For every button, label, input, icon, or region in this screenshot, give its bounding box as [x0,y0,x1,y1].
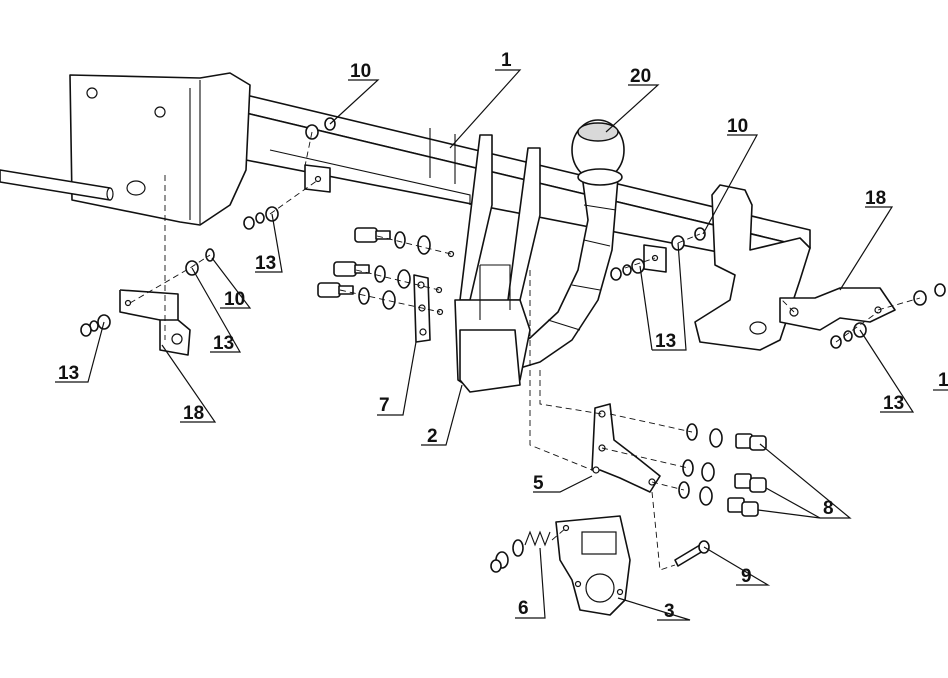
callout-3: 3 [664,601,675,622]
pin-9 [674,540,710,567]
bolt-set-left [317,227,455,316]
callout-13-far-left: 13 [58,363,79,384]
callout-13-left: 13 [213,333,234,354]
callout-10-left: 10 [224,289,245,310]
callout-10-right: 10 [727,116,748,137]
left-side-plate [69,72,251,226]
bracket-5 [591,403,661,493]
callout-7: 7 [379,395,390,416]
left-bracket-18 [119,289,191,356]
callout-6: 6 [518,598,529,619]
callout-8: 8 [823,498,834,519]
callout-13-right: 13 [883,393,904,414]
callout-13-edge: 1 [938,370,948,391]
callout-1: 1 [501,50,512,71]
callout-2: 2 [427,426,438,447]
left-tube [0,169,114,201]
right-bracket-18 [779,287,896,331]
bolt-set-8 [678,423,767,517]
spring-6 [495,530,551,569]
right-fasteners [490,227,946,573]
leader-lines [55,69,948,621]
callout-5: 5 [533,473,544,494]
callout-18-right: 18 [865,188,886,209]
callout-9: 9 [741,566,752,587]
callout-13-center-right: 13 [655,331,676,352]
socket-plate-3 [555,515,631,616]
receiver-block [459,329,521,393]
callout-20: 20 [630,66,651,87]
callout-labels: 1 2 3 5 6 7 8 9 10 10 10 13 13 13 13 13 … [58,50,948,622]
callout-13-upper-left: 13 [255,253,276,274]
callout-18-left: 18 [183,403,204,424]
assembly-lines [129,131,921,571]
callout-10-top-left: 10 [350,61,371,82]
tow-ball-neck [504,119,625,369]
